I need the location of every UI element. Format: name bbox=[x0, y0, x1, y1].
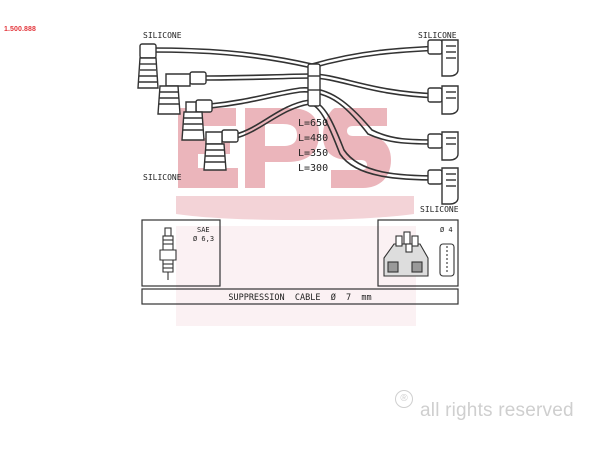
cable-clip bbox=[307, 63, 321, 107]
cable-l650 bbox=[149, 45, 441, 65]
length-label-1: L=650 bbox=[298, 118, 328, 129]
boot-left-1 bbox=[137, 43, 159, 89]
label-silicone-mid-right: SILICONE bbox=[420, 205, 459, 214]
rights-reserved-text: all rights reserved bbox=[420, 400, 574, 421]
left-boots bbox=[137, 43, 239, 171]
cable-l300-inner bbox=[235, 103, 441, 181]
cable-l350-inner bbox=[209, 91, 441, 145]
cable-l350 bbox=[209, 87, 441, 141]
spark-plug-diameter: Ø 6,3 bbox=[193, 235, 214, 243]
label-silicone-top-right: SILICONE bbox=[418, 31, 457, 40]
boot-right-4 bbox=[427, 167, 459, 205]
cable-l300 bbox=[235, 99, 441, 177]
cable-spec-text: SUPPRESSION CABLE Ø 7 mm bbox=[228, 292, 371, 303]
label-silicone-mid-left: SILICONE bbox=[143, 173, 182, 182]
ignition-coil-box: Ø 4 bbox=[377, 219, 459, 287]
length-label-3: L=350 bbox=[298, 148, 328, 159]
boot-left-2 bbox=[157, 71, 207, 115]
label-silicone-top-left: SILICONE bbox=[143, 31, 182, 40]
coil-diameter: Ø 4 bbox=[440, 226, 453, 234]
registered-icon: ® bbox=[395, 390, 413, 408]
boot-right-3 bbox=[427, 131, 459, 161]
cable-spec-bar: SUPPRESSION CABLE Ø 7 mm bbox=[141, 288, 459, 305]
ignition-coil-icon bbox=[383, 231, 455, 277]
right-boots bbox=[427, 39, 459, 205]
part-number: 1.500.888 bbox=[4, 26, 37, 33]
spark-plug-standard: SAE bbox=[197, 226, 210, 234]
spark-plug-icon bbox=[159, 227, 177, 280]
spark-plug-box: SAE Ø 6,3 bbox=[141, 219, 221, 287]
length-label-4: L=300 bbox=[298, 163, 328, 174]
boot-left-3 bbox=[181, 99, 213, 141]
cable-l650-inner bbox=[149, 49, 441, 69]
boot-right-1 bbox=[427, 39, 459, 77]
boot-right-2 bbox=[427, 85, 459, 115]
length-label-2: L=480 bbox=[298, 133, 328, 144]
boot-left-4 bbox=[203, 129, 239, 171]
